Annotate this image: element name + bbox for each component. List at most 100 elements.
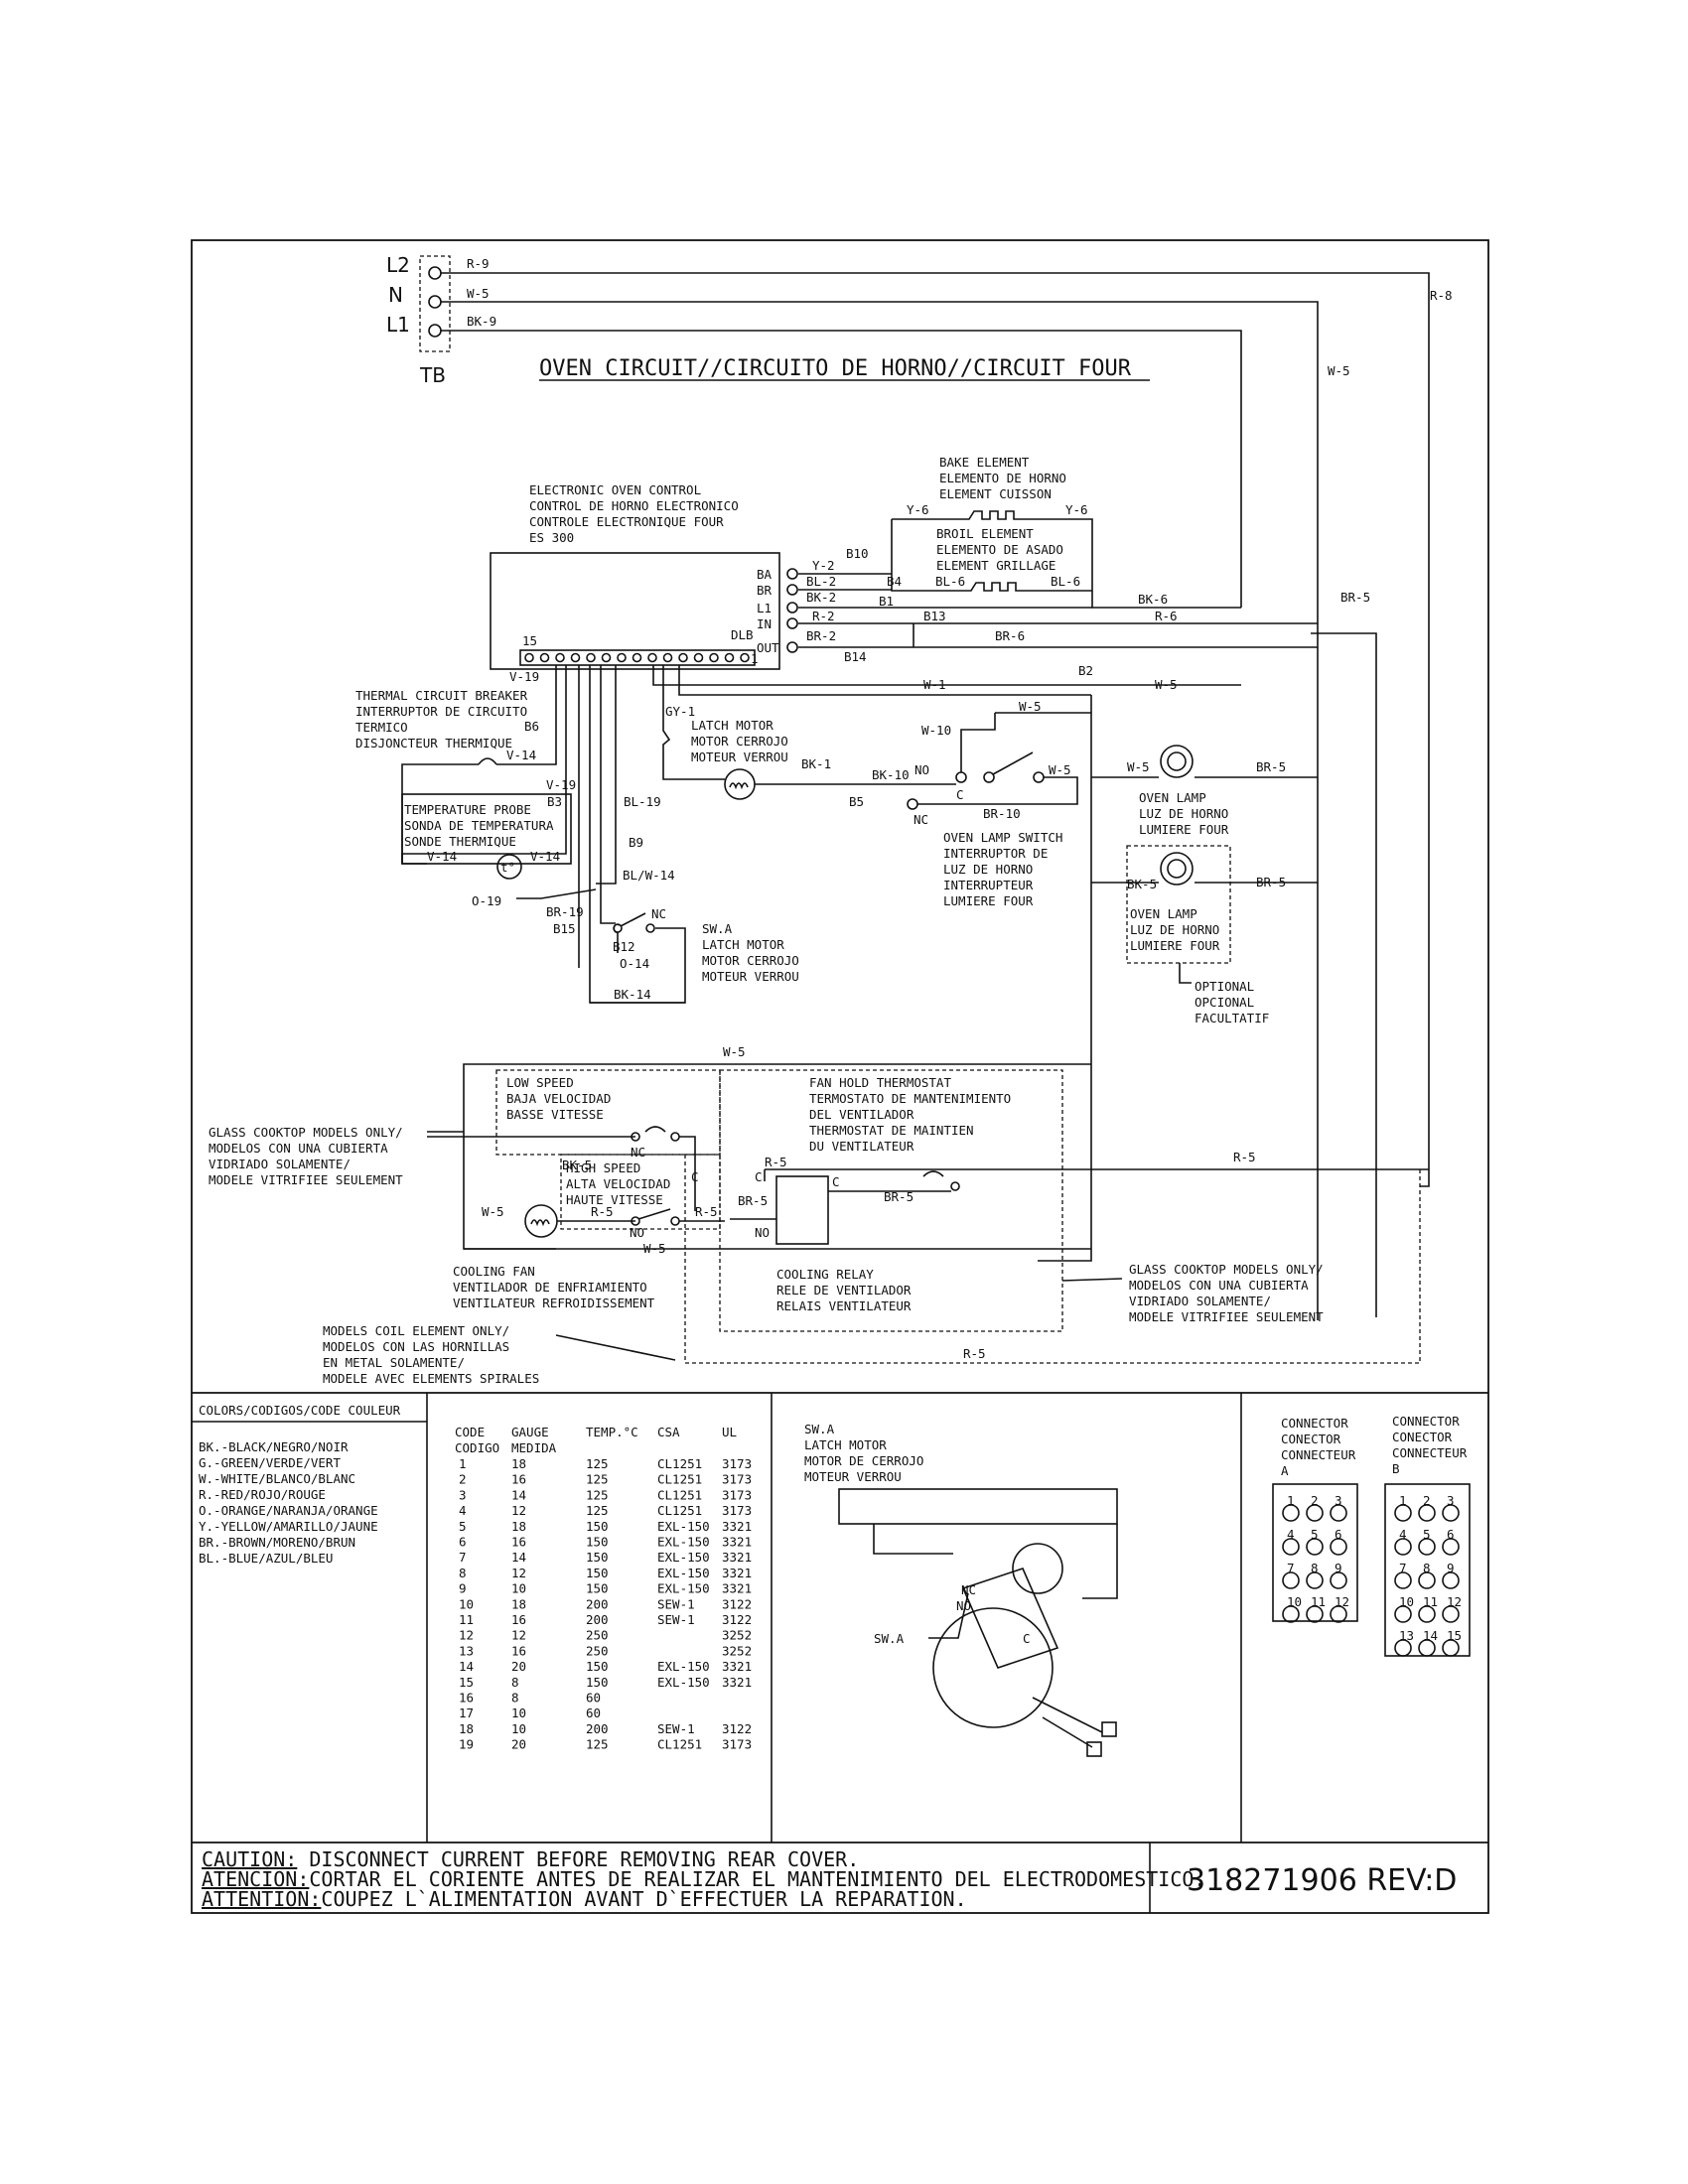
header-pin	[632, 652, 642, 663]
svg-text:O-19: O-19	[472, 893, 501, 908]
connector-pin	[1282, 1571, 1300, 1589]
gauge-table-cell: 4	[459, 1503, 467, 1518]
gauge-table-cell: 200	[586, 1721, 609, 1736]
svg-text:W-5: W-5	[1155, 677, 1178, 692]
low-speed-thermostat-icon	[644, 1126, 666, 1133]
gauge-table-cell: 125	[586, 1456, 609, 1471]
electronic-oven-control: ELECTRONIC OVEN CONTROL CONTROL DE HORNO…	[490, 482, 780, 670]
glass-cooktop-box	[719, 1069, 1063, 1332]
svg-text:W-1: W-1	[923, 677, 946, 692]
connector-pin	[1330, 1538, 1347, 1556]
svg-text:DEL VENTILADOR: DEL VENTILADOR	[809, 1107, 914, 1122]
svg-text:NC: NC	[651, 906, 666, 921]
svg-text:O.-ORANGE/NARANJA/ORANGE: O.-ORANGE/NARANJA/ORANGE	[199, 1503, 378, 1518]
gauge-table-cell: 17	[459, 1706, 474, 1720]
svg-text:BL-6: BL-6	[935, 574, 965, 589]
svg-text:LUMIERE FOUR: LUMIERE FOUR	[1139, 822, 1229, 837]
control-pin-label: DLB	[731, 627, 754, 642]
svg-text:C: C	[755, 1169, 763, 1184]
connector-pin	[1418, 1504, 1436, 1522]
control-pin	[786, 584, 798, 596]
svg-text:RELAIS VENTILATEUR: RELAIS VENTILATEUR	[776, 1298, 912, 1313]
svg-text:BK-14: BK-14	[614, 987, 651, 1002]
svg-text:V-19: V-19	[546, 777, 576, 792]
gauge-table-cell: 18	[511, 1519, 526, 1534]
svg-text:A: A	[1281, 1463, 1289, 1478]
svg-text:SONDA DE TEMPERATURA: SONDA DE TEMPERATURA	[404, 818, 554, 833]
gauge-table-cell: 9	[459, 1581, 467, 1596]
connector-pin-label: 6	[1447, 1527, 1455, 1542]
header-pin	[678, 652, 688, 663]
glass-cooktop-note: GLASS COOKTOP MODELS ONLY/	[1129, 1262, 1324, 1277]
svg-text:INTERRUPTEUR: INTERRUPTEUR	[943, 878, 1034, 892]
svg-text:BK-5: BK-5	[562, 1158, 592, 1172]
svg-text:BR-2: BR-2	[806, 628, 836, 643]
temp-probe-icon	[496, 854, 522, 880]
gauge-table-cell: 10	[459, 1596, 474, 1611]
gauge-table-cell: 150	[586, 1550, 609, 1565]
fan-hold-label: FAN HOLD THERMOSTAT	[809, 1075, 951, 1090]
svg-text:B14: B14	[844, 649, 867, 664]
svg-text:R-5: R-5	[695, 1204, 718, 1219]
gauge-table-cell: 3173	[722, 1472, 752, 1487]
gauge-table-cell: 12	[459, 1628, 474, 1643]
svg-text:Y-2: Y-2	[812, 558, 835, 573]
svg-text:B12: B12	[613, 939, 635, 954]
gauge-table-cell: CL1251	[657, 1503, 702, 1518]
wire-n	[441, 301, 1319, 1320]
svg-text:MOTOR CERROJO: MOTOR CERROJO	[691, 734, 788, 749]
connector-pin	[1442, 1504, 1460, 1522]
gauge-table-cell: 18	[511, 1596, 526, 1611]
broil-element-icon	[891, 519, 1092, 592]
svg-text:MOTEUR VERROU: MOTEUR VERROU	[691, 750, 788, 764]
svg-text:HAUTE VITESSE: HAUTE VITESSE	[566, 1192, 663, 1207]
gauge-table-cell: 6	[459, 1535, 467, 1550]
svg-text:ELEMENTO DE ASADO: ELEMENTO DE ASADO	[936, 542, 1063, 557]
gauge-table-cell: EXL-150	[657, 1659, 710, 1674]
svg-text:CONNECTOR: CONNECTOR	[1281, 1416, 1348, 1431]
gauge-table-cell: 3173	[722, 1737, 752, 1752]
svg-text:C: C	[613, 921, 621, 936]
svg-text:CONNECTEUR: CONNECTEUR	[1392, 1445, 1468, 1460]
svg-text:GAUGE: GAUGE	[511, 1425, 549, 1439]
svg-text:NC: NC	[914, 812, 928, 827]
connector-pin	[1442, 1538, 1460, 1556]
svg-text:BR-5: BR-5	[1256, 759, 1286, 774]
svg-text:C: C	[832, 1174, 840, 1189]
cooling-relay-label: COOLING RELAY	[776, 1267, 874, 1282]
wire-label: BK-9	[467, 314, 496, 329]
svg-text:B4: B4	[887, 574, 902, 589]
connector-pin-label: 5	[1423, 1527, 1431, 1542]
connector-pin-label: 3	[1447, 1493, 1455, 1508]
svg-text:R-5: R-5	[591, 1204, 614, 1219]
svg-text:SW.A: SW.A	[874, 1631, 905, 1646]
wire-br5	[1311, 632, 1377, 1317]
sw-a-label: SW.A	[702, 921, 733, 936]
svg-text:BL/W-14: BL/W-14	[623, 868, 675, 883]
gauge-table-cell: 3122	[722, 1612, 752, 1627]
svg-text:R-5: R-5	[1233, 1150, 1256, 1164]
svg-text:CAUTION: DISCONNECT CURRENT BE: CAUTION: DISCONNECT CURRENT BEFORE REMOV…	[202, 1847, 859, 1871]
svg-text:INTERRUPTOR DE CIRCUITO: INTERRUPTOR DE CIRCUITO	[355, 704, 527, 719]
connector-pin	[1330, 1504, 1347, 1522]
connector-pin-label: 8	[1311, 1561, 1319, 1575]
header-pin	[693, 652, 704, 663]
gauge-table-cell: 3252	[722, 1643, 752, 1658]
svg-text:W-5: W-5	[1049, 762, 1071, 777]
svg-text:CONTROLE ELECTRONIQUE FOUR: CONTROLE ELECTRONIQUE FOUR	[529, 514, 724, 529]
svg-text:BK-1: BK-1	[801, 756, 831, 771]
connector-pin	[1282, 1605, 1300, 1623]
svg-text:G.-GREEN/VERDE/VERT: G.-GREEN/VERDE/VERT	[199, 1455, 341, 1470]
gauge-table-cell: 19	[459, 1737, 474, 1752]
control-pin-label: BR	[757, 583, 773, 598]
gauge-table-cell: 150	[586, 1535, 609, 1550]
gauge-table-cell: 150	[586, 1581, 609, 1596]
gauge-table-cell: 5	[459, 1519, 467, 1534]
svg-text:C: C	[1023, 1631, 1031, 1646]
svg-text:B9: B9	[629, 835, 643, 850]
svg-text:W-5: W-5	[723, 1044, 746, 1059]
svg-text:CONECTOR: CONECTOR	[1281, 1432, 1341, 1446]
header-pin	[539, 652, 550, 663]
gauge-table-cell: 150	[586, 1566, 609, 1580]
